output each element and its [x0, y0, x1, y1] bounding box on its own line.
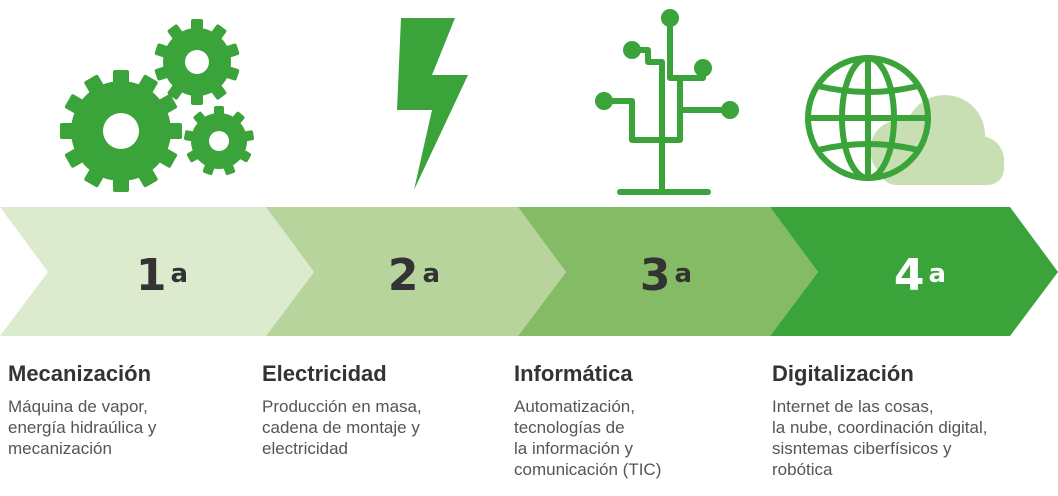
stage-description: Internet de las cosas, la nube, coordina…	[772, 397, 988, 479]
gears-icon	[60, 19, 255, 192]
globe-icon	[805, 55, 931, 181]
top-gear-icon	[154, 19, 240, 105]
chevron-stage-1	[0, 207, 314, 336]
chevron-stage-2	[266, 207, 566, 336]
circuit-tree-icon	[595, 9, 739, 195]
stage-caption-3: Informática Automatización, tecnologías …	[514, 360, 804, 480]
lightning-icon	[397, 18, 468, 190]
large-gear-icon	[60, 70, 182, 192]
stage-title: Electricidad	[262, 361, 387, 386]
globe-cloud-icon	[805, 55, 1004, 185]
stage-title: Mecanización	[8, 361, 152, 386]
chevron-stage-4	[770, 207, 1058, 336]
stage-title: Digitalización	[772, 361, 914, 386]
stage-description: Automatización, tecnologías de la inform…	[514, 397, 662, 479]
stage-description: Máquina de vapor, energía hidraúlica y m…	[8, 397, 157, 458]
small-gear-icon	[183, 106, 255, 176]
chevron-stage-3	[518, 207, 818, 336]
stage-title: Informática	[514, 361, 633, 386]
icons-layer	[60, 9, 1004, 195]
stage-caption-4: Digitalización Internet de las cosas, la…	[772, 360, 1058, 480]
stage-caption-1: Mecanización Máquina de vapor, energía h…	[8, 360, 298, 459]
stage-caption-2: Electricidad Producción en masa, cadena …	[262, 360, 552, 459]
stage-description: Producción en masa, cadena de montaje y …	[262, 397, 422, 458]
